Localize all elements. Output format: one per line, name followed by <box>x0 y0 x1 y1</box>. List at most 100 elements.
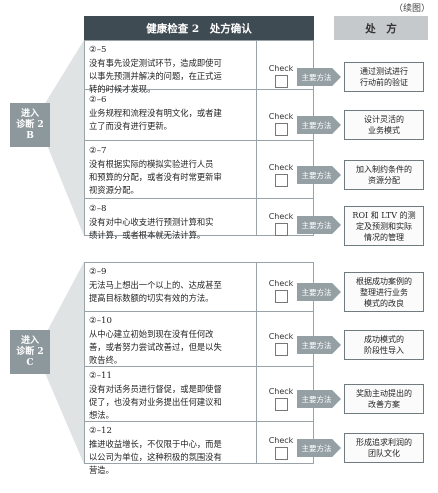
rx-text: 整理进行业务 <box>360 287 408 297</box>
item-text: 和预算的分配，或者没有时常更新审 <box>89 172 222 182</box>
rx-text: 阶段性导入 <box>364 346 404 355</box>
item-text: 从中心建立初始到现在没有任何改 <box>89 329 214 339</box>
item-number: ②–5 <box>89 45 107 55</box>
check-label: Check <box>268 387 294 396</box>
item-number: ②–6 <box>89 95 107 105</box>
method-arrow-2-6: 主要方法 <box>297 116 341 134</box>
item-text: 无法马上想出一个以上的、达成甚至 <box>89 280 222 290</box>
check-2-12[interactable]: Check <box>261 436 301 460</box>
row-divider <box>84 198 314 199</box>
item-text: 败告终。 <box>89 355 123 365</box>
fan-section-c <box>36 262 84 464</box>
checkbox[interactable] <box>274 343 288 356</box>
item-text: 想法。 <box>89 410 114 420</box>
rx-text: 团队文化 <box>368 449 400 458</box>
check-label: Check <box>268 212 294 221</box>
column-divider <box>256 40 257 236</box>
header-prescription: 处 方 <box>334 16 428 40</box>
entry-section-b: 进入 诊断 2 B <box>10 103 50 147</box>
check-2-11[interactable]: Check <box>261 387 301 411</box>
section-b-table <box>84 40 314 236</box>
method-arrow-2-11: 主要方法 <box>297 390 341 408</box>
column-divider <box>256 262 257 464</box>
check-item-2-10: ②–10 从中心建立初始到现在没有任何改 善，或者努力尝试改善过，但是以失 败告… <box>89 315 255 367</box>
check-label: Check <box>268 163 294 172</box>
check-item-2-7: ②–7 没有根据实际的模拟实验进行人员 和预算的分配，或者没有时常更新审 视资源… <box>89 145 255 197</box>
check-item-2-9: ②–9 无法马上想出一个以上的、达成甚至 提高目标数额的切实有效的方法。 <box>89 266 255 305</box>
rx-text: 情况的管理 <box>364 232 404 242</box>
method-arrow-2-7: 主要方法 <box>297 166 341 184</box>
check-item-2-8: ②–8 没有对中心收支进行预测计算和实 绩计算，或者根本就无法计算。 <box>89 203 255 242</box>
check-2-5[interactable]: Check <box>261 64 301 88</box>
item-text: 没有对中心收支进行预测计算和实 <box>89 217 214 227</box>
checkbox[interactable] <box>274 290 288 303</box>
check-2-7[interactable]: Check <box>261 163 301 187</box>
rx-text: 通过测试进行 <box>360 67 408 76</box>
rx-text: ROI 和 LTV 的测 <box>352 210 416 220</box>
item-text: 立了而没有进行更新。 <box>89 121 172 131</box>
checkbox[interactable] <box>274 123 288 136</box>
method-arrow-2-8: 主要方法 <box>297 216 341 234</box>
prescription-2-10: 成功模式的阶段性导入 <box>344 330 424 360</box>
item-text: 转的时候才发现。 <box>89 84 156 94</box>
method-arrow-2-5: 主要方法 <box>297 68 341 86</box>
check-label: Check <box>268 112 294 121</box>
prescription-2-7: 加入制约条件的资源分配 <box>344 160 424 190</box>
check-2-10[interactable]: Check <box>261 332 301 356</box>
entry-text: 进入 <box>20 335 39 346</box>
continuation-label: （续图） <box>393 4 430 14</box>
fan-section-b <box>36 40 84 236</box>
rx-text: 改善方案 <box>368 400 400 409</box>
item-number: ②–9 <box>89 267 107 277</box>
check-2-6[interactable]: Check <box>261 112 301 136</box>
entry-text: 进入 <box>20 108 39 119</box>
item-text: 没有对话务员进行督促，或是即使督 <box>89 384 222 394</box>
row-divider <box>84 421 314 422</box>
row-divider <box>84 140 314 141</box>
check-item-2-11: ②–11 没有对话务员进行督促，或是即使督 促了，也没有对业务提出任何建议和 想… <box>89 370 255 422</box>
entry-text: C <box>26 357 34 368</box>
check-label: Check <box>268 332 294 341</box>
prescription-2-6: 设计灵活的业务模式 <box>344 110 424 140</box>
item-text: 没有事先设定测试环节，造成即使可 <box>89 58 222 68</box>
row-divider <box>84 366 314 367</box>
entry-text: 诊断 2 <box>16 119 44 130</box>
item-text: 以事先预测并解决的问题，在正式运 <box>89 71 222 81</box>
item-number: ②–10 <box>89 316 112 326</box>
rx-text: 奖励主动提出的 <box>356 389 412 398</box>
item-number: ②–11 <box>89 371 112 381</box>
method-arrow-2-9: 主要方法 <box>297 283 341 301</box>
prescription-2-11: 奖励主动提出的改善方案 <box>344 384 424 414</box>
rx-text: 形成追求利润的 <box>356 438 412 447</box>
check-2-8[interactable]: Check <box>261 212 301 236</box>
row-divider <box>84 311 314 312</box>
rx-text: 加入制约条件的 <box>356 165 412 174</box>
rx-text: 设计灵活的 <box>364 115 404 124</box>
checkbox[interactable] <box>274 174 288 187</box>
rx-text: 业务模式 <box>368 126 400 135</box>
checkbox[interactable] <box>274 447 288 460</box>
item-text: 促了，也没有对业务提出任何建议和 <box>89 397 222 407</box>
rx-text: 定及预测和实际 <box>356 221 412 231</box>
method-arrow-2-12: 主要方法 <box>297 439 341 457</box>
method-arrow-2-10: 主要方法 <box>297 336 341 354</box>
check-label: Check <box>268 64 294 73</box>
item-number: ②–7 <box>89 146 107 156</box>
rx-text: 行动前的验证 <box>360 78 408 87</box>
check-item-2-6: ②–6 业务规程和流程没有明文化，或者建 立了而没有进行更新。 <box>89 94 255 133</box>
checkbox[interactable] <box>274 75 288 88</box>
check-item-2-12: ②–12 推进收益增长，不仅限于中心，而是 以公司为单位，这种积极的氛围没有 营… <box>89 425 255 477</box>
check-label: Check <box>268 436 294 445</box>
prescription-2-5: 通过测试进行行动前的验证 <box>344 62 424 92</box>
checkbox[interactable] <box>274 223 288 236</box>
check-2-9[interactable]: Check <box>261 279 301 303</box>
prescription-2-8: ROI 和 LTV 的测定及预测和实际情况的管理 <box>344 206 424 246</box>
checkbox[interactable] <box>274 398 288 411</box>
item-number: ②–8 <box>89 204 107 214</box>
check-item-2-5: ②–5 没有事先设定测试环节，造成即使可 以事先预测并解决的问题，在正式运 转的… <box>89 44 255 96</box>
rx-text: 模式的改良 <box>364 298 404 308</box>
rx-text: 根据成功案例的 <box>356 276 412 286</box>
item-text: 以公司为单位，这种积极的氛围没有 <box>89 452 222 462</box>
entry-text: 诊断 2 <box>16 346 44 357</box>
